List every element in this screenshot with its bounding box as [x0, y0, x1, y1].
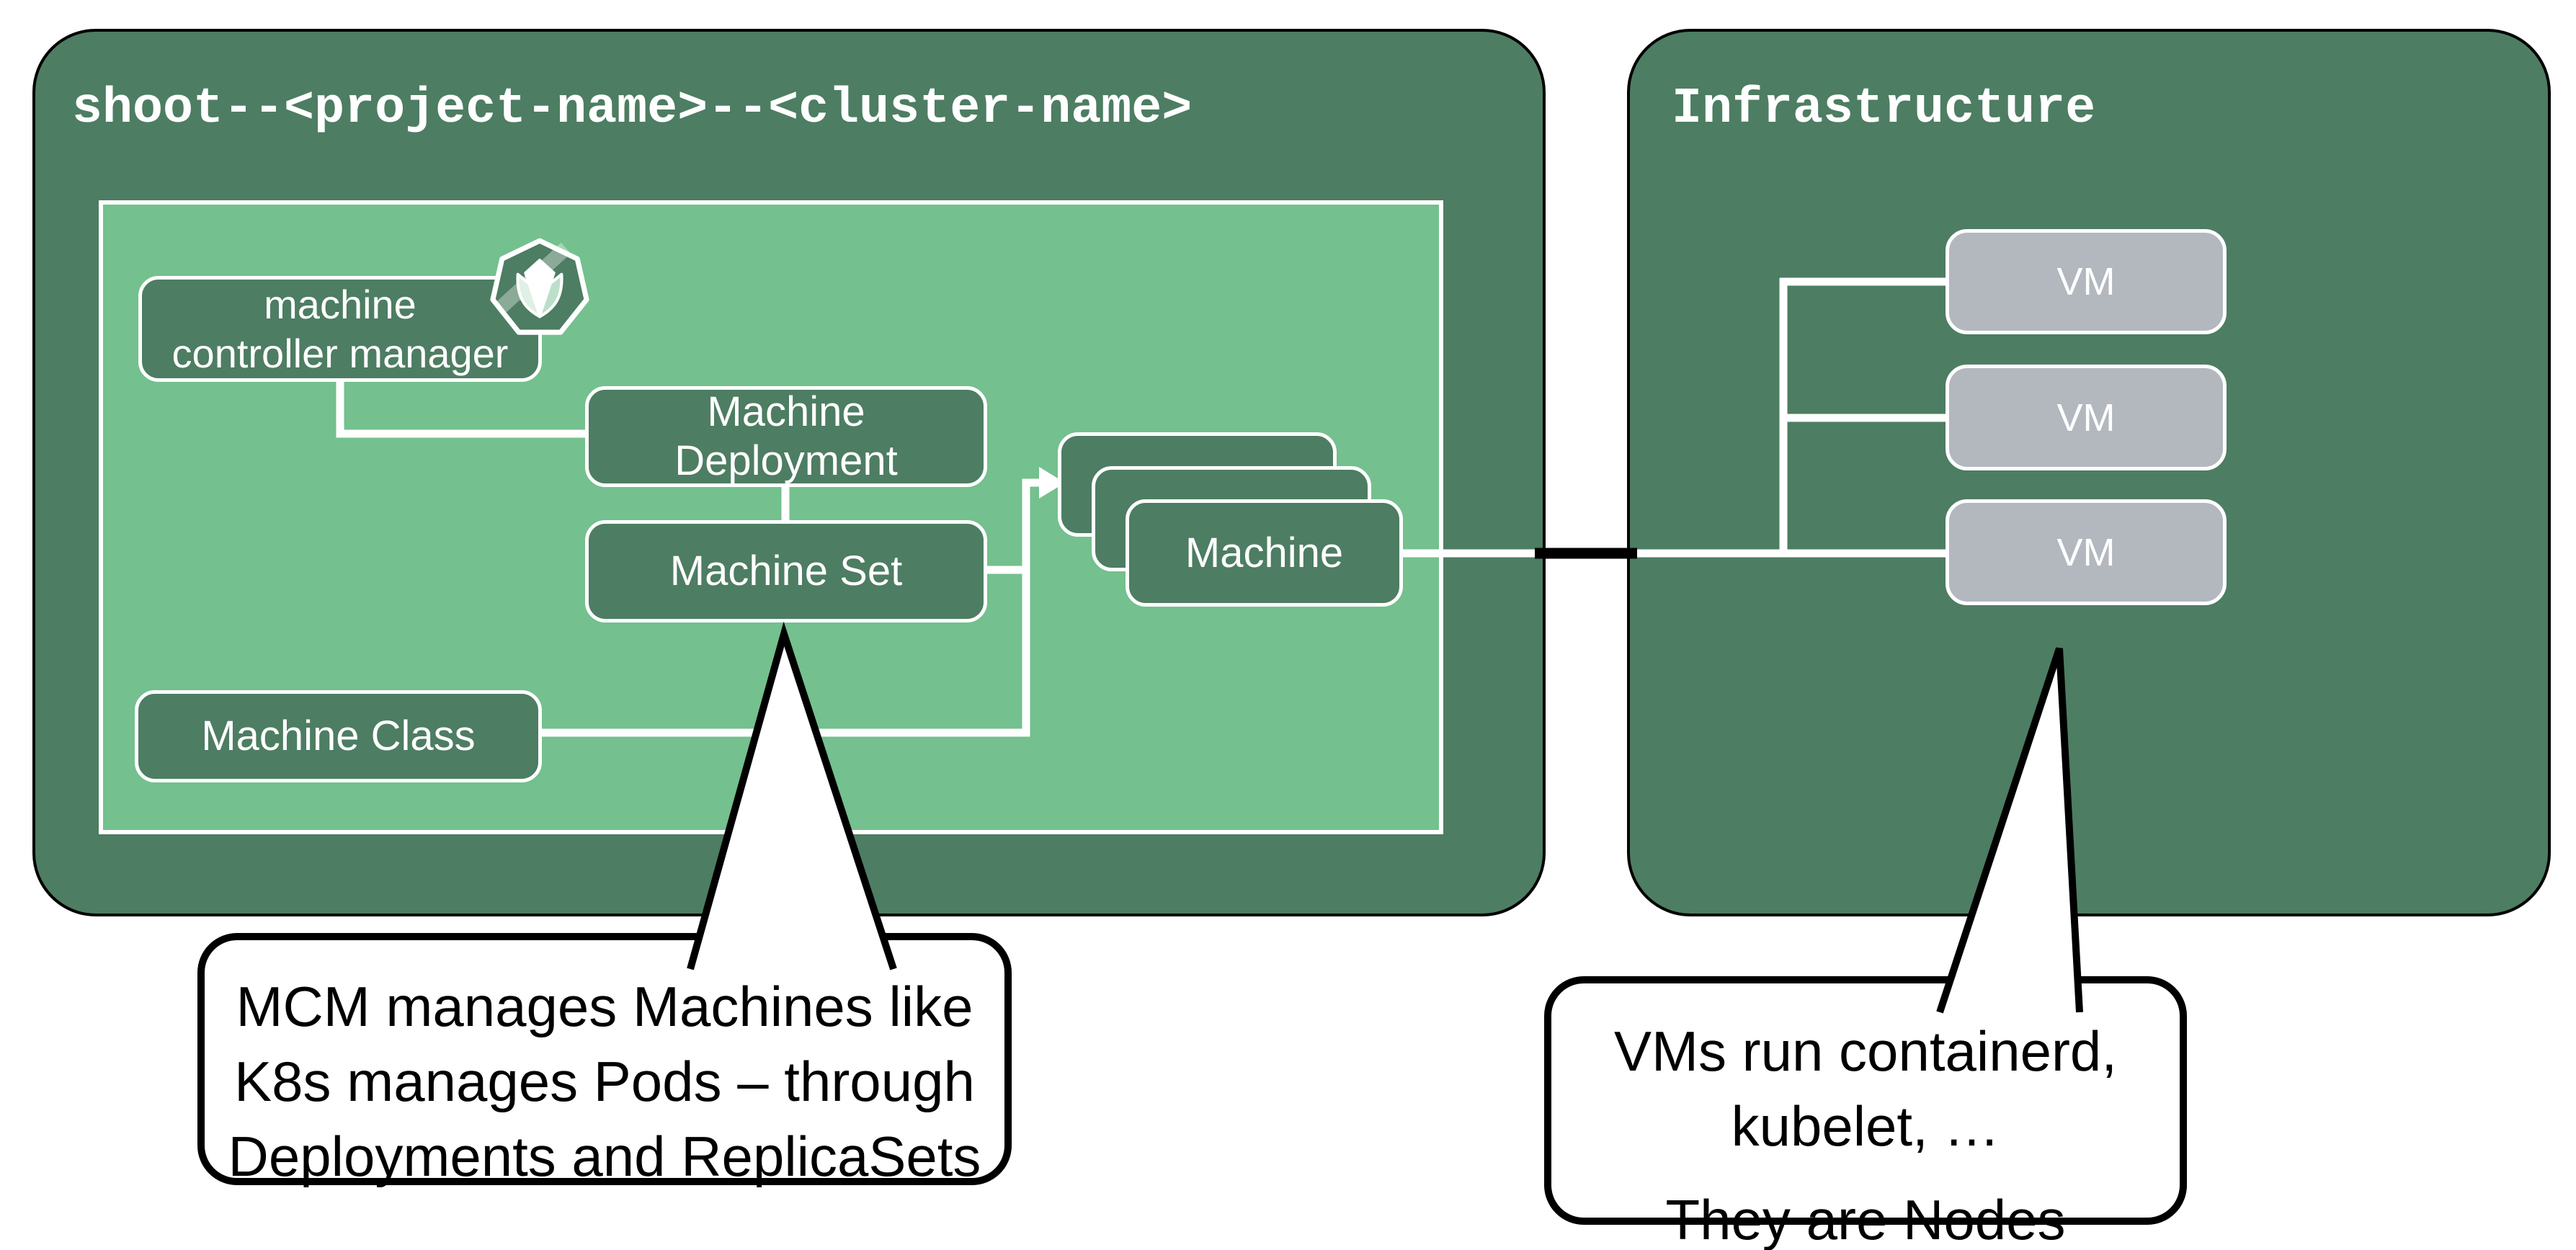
vm-box-1: VM: [1946, 229, 2227, 334]
machine-label: Machine: [1185, 529, 1344, 576]
mcm-note-tail: [687, 621, 897, 970]
infrastructure-panel-title: Infrastructure: [1672, 81, 2096, 138]
machine-set-label: Machine Set: [669, 548, 903, 594]
vm-label-1: VM: [2056, 260, 2116, 303]
vm-note-footer: They are Nodes: [1665, 1188, 2066, 1250]
vm-note-line2: kubelet, …: [1731, 1094, 2000, 1158]
shoot-panel-title: shoot--<project-name>--<cluster-name>: [72, 81, 1193, 138]
gardener-logo-icon: [490, 238, 589, 335]
vm-note-tail: [1936, 647, 2083, 1014]
mcm-note-line2: K8s manages Pods – through: [234, 1050, 975, 1113]
vm-box-2: VM: [1946, 365, 2227, 470]
arrowhead-icon: [1039, 467, 1065, 499]
vm-note-line1: VMs run containerd,: [1613, 1019, 2117, 1083]
mcm-note-line3: Deployments and ReplicaSets: [228, 1125, 981, 1188]
mcm-note-line1: MCM manages Machines like: [236, 975, 973, 1038]
machine-class-box: Machine Class: [135, 690, 542, 782]
mcm-label-line1: machine: [264, 281, 416, 327]
machine-controller-manager-box: machine controller manager: [138, 276, 542, 382]
vm-label-2: VM: [2056, 396, 2116, 439]
mcm-note-callout: MCM manages Machines like K8s manages Po…: [197, 933, 1012, 1188]
mcm-label-line2: controller manager: [171, 330, 509, 376]
machine-set-box: Machine Set: [585, 520, 987, 622]
machine-deployment-line1: Machine: [707, 388, 865, 435]
machine-deployment-line2: Deployment: [674, 437, 898, 484]
machine-box-front: Machine: [1126, 499, 1403, 607]
machine-deployment-box: Machine Deployment: [585, 386, 987, 487]
vm-label-3: VM: [2056, 530, 2116, 574]
vm-note-callout: VMs run containerd, kubelet, … They are …: [1544, 976, 2187, 1250]
machine-class-label: Machine Class: [201, 713, 476, 759]
vm-box-3: VM: [1946, 499, 2227, 605]
